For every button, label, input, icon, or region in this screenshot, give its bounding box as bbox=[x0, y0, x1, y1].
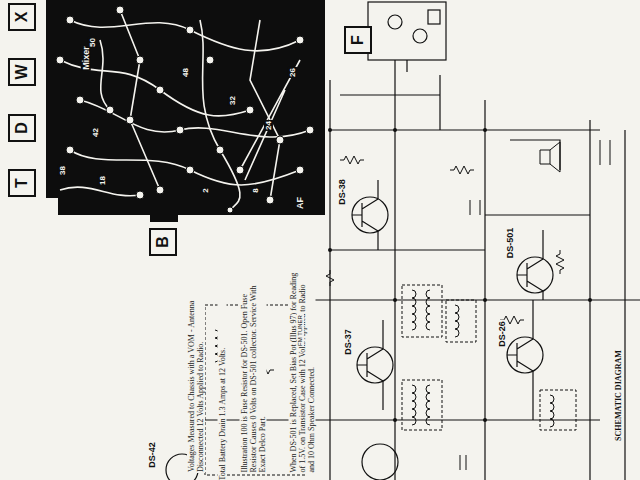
transistor-label: DS-501 bbox=[505, 227, 515, 260]
pad-number: 38 bbox=[57, 165, 66, 176]
transistor-label: DS-38 bbox=[337, 178, 347, 206]
pad-number: 24 bbox=[263, 120, 272, 131]
pad-number: 50 bbox=[87, 37, 96, 48]
pad-number: 32 bbox=[227, 95, 236, 106]
pcb-letter-box: X bbox=[8, 3, 36, 31]
pad-number: 2 bbox=[201, 187, 210, 193]
section-label: FM TUNER bbox=[296, 314, 303, 347]
transistor-label: DS-37 bbox=[343, 328, 353, 356]
box-letter: F bbox=[350, 35, 366, 45]
box-letter: W bbox=[14, 64, 30, 79]
transistor-label: DS-42 bbox=[147, 441, 157, 469]
pad-number: 48 bbox=[180, 67, 189, 78]
pcb-letter-box: W bbox=[8, 58, 36, 86]
pad-number: 26 bbox=[287, 67, 296, 78]
transistor-label: DS-26 bbox=[497, 320, 507, 348]
service-note: When DS-501 is Replaced, Set Bias Pot (I… bbox=[289, 271, 316, 473]
pcb-letter-box: D bbox=[8, 114, 36, 142]
page-heading: SCHEMATIC DIAGRAM bbox=[613, 349, 622, 442]
pcb-label: AF bbox=[295, 196, 305, 210]
box-letter: D bbox=[14, 122, 30, 134]
pad-number: 8 bbox=[251, 187, 260, 193]
box-letter: T bbox=[14, 178, 30, 188]
pad-number: 42 bbox=[90, 127, 99, 138]
service-note: Illustration 100 is Fuse Resistor for DS… bbox=[240, 271, 267, 473]
box-letter: B bbox=[155, 236, 171, 248]
service-note: Total Battery Drain 1.3 Amps at 12 Volts… bbox=[218, 279, 227, 480]
pcb-label: Mixer bbox=[81, 45, 91, 71]
pad-number: 18 bbox=[97, 175, 106, 186]
box-letter: X bbox=[14, 12, 30, 23]
pcb-letter-box: T bbox=[8, 169, 36, 197]
pcb-letter-box: B bbox=[149, 228, 177, 256]
pcb-letter-box: F bbox=[344, 26, 372, 54]
service-note: Voltages Measured to Chassis with a VOM … bbox=[187, 271, 205, 473]
